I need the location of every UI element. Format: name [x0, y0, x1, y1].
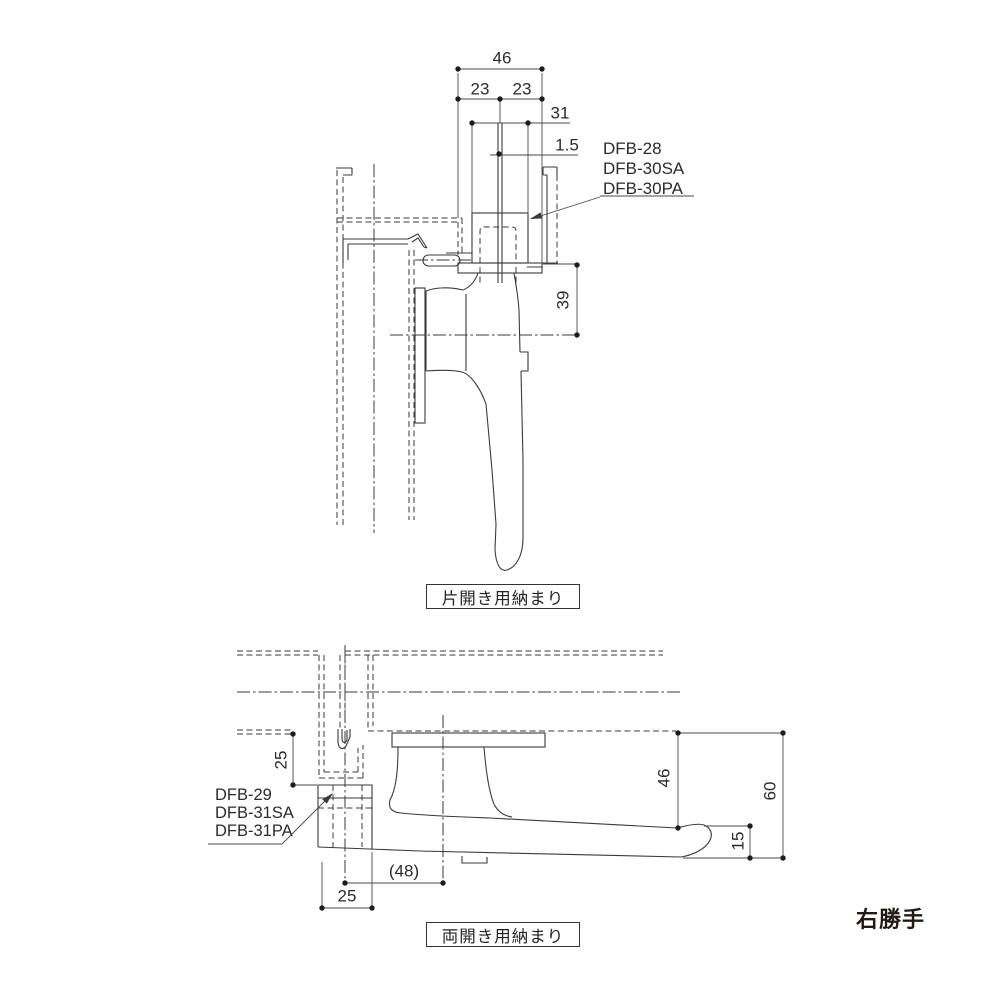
- top-dimension-lines: [455, 66, 694, 338]
- top-frame-section: [336, 164, 578, 533]
- caption-single-door: 片開き用納まり: [426, 584, 580, 609]
- dim-overall-height: 60: [760, 781, 780, 801]
- part-labels-top: DFB-28 DFB-30SA DFB-30PA: [603, 139, 684, 199]
- dim-grip-height: 46: [654, 768, 674, 788]
- bottom-dimension-lines: [208, 730, 786, 911]
- top-handle-section: [414, 123, 543, 571]
- handing-note: 右勝手: [856, 907, 926, 932]
- part-label: DFB-29: [215, 786, 272, 804]
- dim-height-39: 39: [553, 290, 573, 310]
- dim-backset: 25: [271, 750, 291, 770]
- dim-center-distance: (48): [388, 861, 420, 881]
- dim-base-width-b: 25: [337, 886, 357, 906]
- dim-base-width: 31: [550, 103, 570, 123]
- dim-tip-height: 15: [728, 831, 748, 851]
- part-labels-bottom: DFB-29 DFB-31SA DFB-31PA: [215, 786, 294, 840]
- part-label: DFB-30SA: [603, 159, 685, 178]
- bottom-frame-section: [237, 645, 680, 883]
- dim-offset: 1.5: [555, 135, 579, 155]
- dim-left-half: 23: [470, 79, 490, 99]
- part-label: DFB-31SA: [215, 804, 294, 822]
- part-label: DFB-28: [603, 139, 662, 158]
- part-label: DFB-31PA: [215, 822, 293, 840]
- caption-double-door: 両開き用納まり: [426, 922, 580, 947]
- dim-right-half: 23: [512, 79, 532, 99]
- bottom-handle-plan: [317, 732, 712, 864]
- part-label: DFB-30PA: [603, 179, 683, 198]
- dim-total-width: 46: [492, 48, 512, 68]
